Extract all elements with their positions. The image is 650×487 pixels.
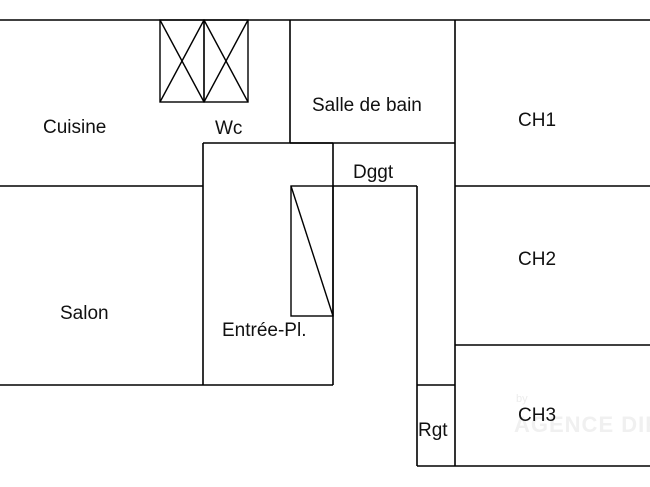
room-label-entree: Entrée-Pl. [222,320,306,341]
shaft-boxes [159,19,249,103]
shaft-box-right-cross-b [203,19,249,103]
shaft-box-right [203,19,249,103]
room-label-ch3: CH3 [518,405,556,426]
room-label-salon: Salon [60,303,109,324]
closet-diagonal [290,185,334,317]
closet-box [290,185,334,317]
room-label-dggt: Dggt [353,162,394,183]
closet [290,185,334,317]
room-label-salle-de-bain: Salle de bain [312,95,422,116]
room-labels: Cuisine Wc Salle de bain CH1 Dggt CH2 Sa… [43,95,556,441]
room-label-ch1: CH1 [518,110,556,131]
watermark-text: AGENCE DIRE [514,412,650,437]
shaft-box-left-cross-b [159,19,205,103]
room-label-cuisine: Cuisine [43,117,106,138]
room-label-wc: Wc [215,118,242,139]
watermark-by: by [516,393,528,405]
walls [0,19,650,467]
room-label-rgt: Rgt [418,420,448,441]
room-label-ch2: CH2 [518,249,556,270]
watermark: by AGENCE DIRE [514,393,650,437]
